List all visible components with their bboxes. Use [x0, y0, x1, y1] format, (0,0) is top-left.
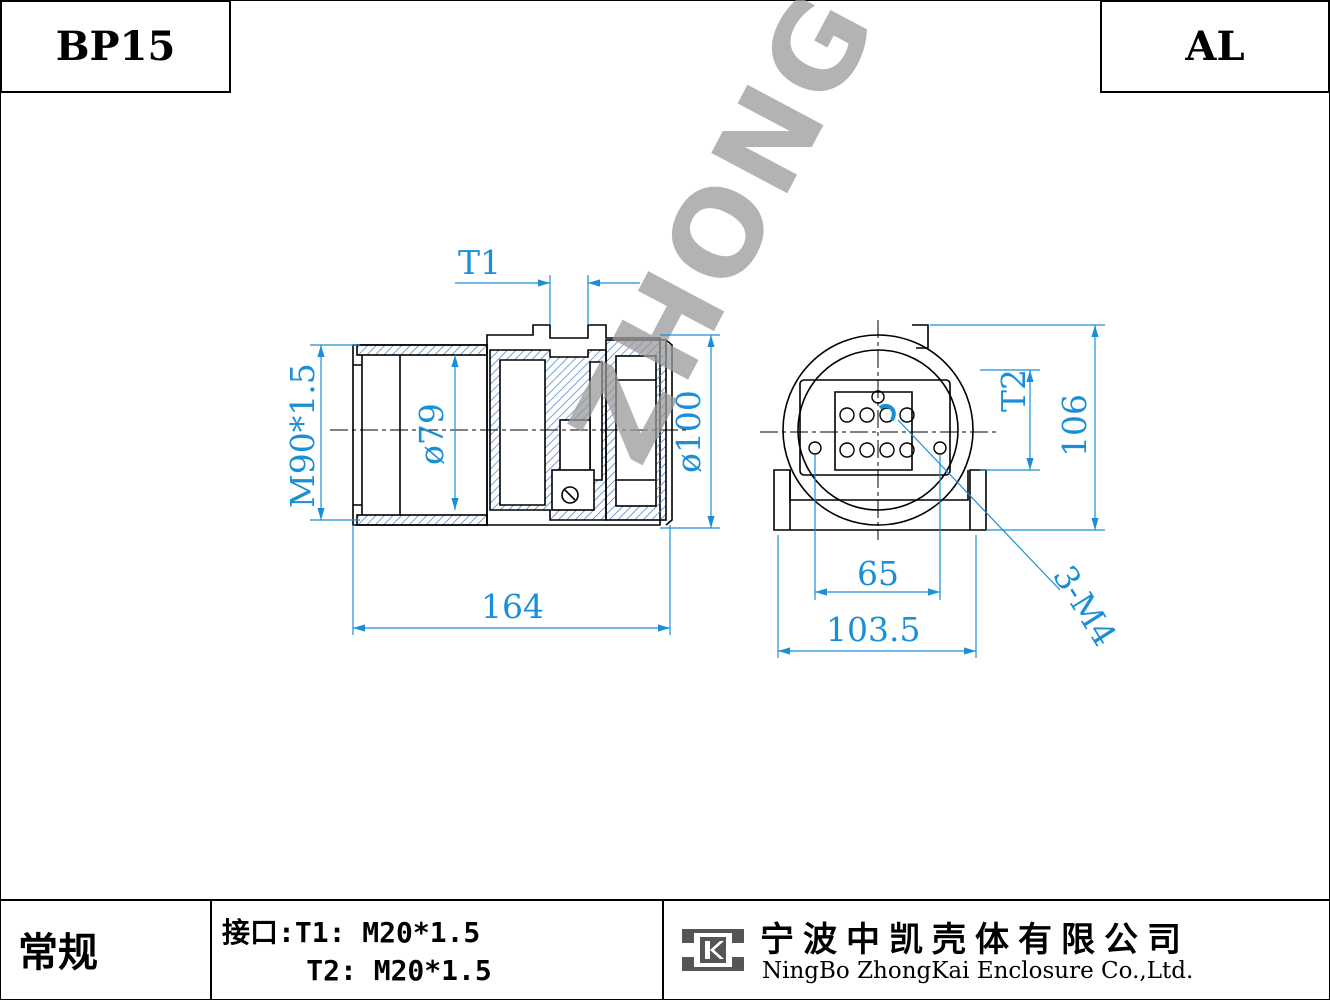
dim-length: 164 [481, 587, 544, 626]
footer-column-divider [662, 899, 664, 1000]
dim-inner-diameter: ø79 [412, 403, 451, 465]
dim-base-width: 103.5 [826, 610, 920, 649]
dim-t1: T1 [458, 243, 501, 282]
footer-column-divider [210, 899, 212, 1000]
footer-divider [0, 899, 1330, 901]
dim-mount-holes: 3-M4 [1045, 559, 1124, 653]
interface-spec: 接口:T1: M20*1.5 T2: M20*1.5 [222, 914, 492, 990]
model-number: BP15 [0, 0, 231, 93]
dim-height: 106 [1055, 394, 1094, 457]
dim-m90: M90*1.5 [283, 363, 322, 508]
company-name-en: NingBo ZhongKai Enclosure Co.,Ltd. [762, 958, 1194, 984]
side-view [330, 324, 690, 526]
front-view [760, 320, 1000, 540]
company-name-cn: 宁波中凯壳体有限公司 [760, 920, 1190, 960]
dim-outer-diameter: ø100 [669, 390, 708, 473]
company-logo-icon [682, 929, 744, 971]
interface-line-2: T2: M20*1.5 [222, 954, 492, 987]
watermark: ZHONG KAI [543, 0, 1041, 483]
dimension-lines [310, 275, 1105, 658]
material-code: AL [1100, 0, 1330, 93]
interface-line-1: 接口:T1: M20*1.5 [222, 916, 481, 949]
product-type: 常规 [18, 930, 98, 976]
dim-hole-spacing: 65 [857, 554, 899, 593]
dim-t2: T2 [994, 369, 1033, 412]
